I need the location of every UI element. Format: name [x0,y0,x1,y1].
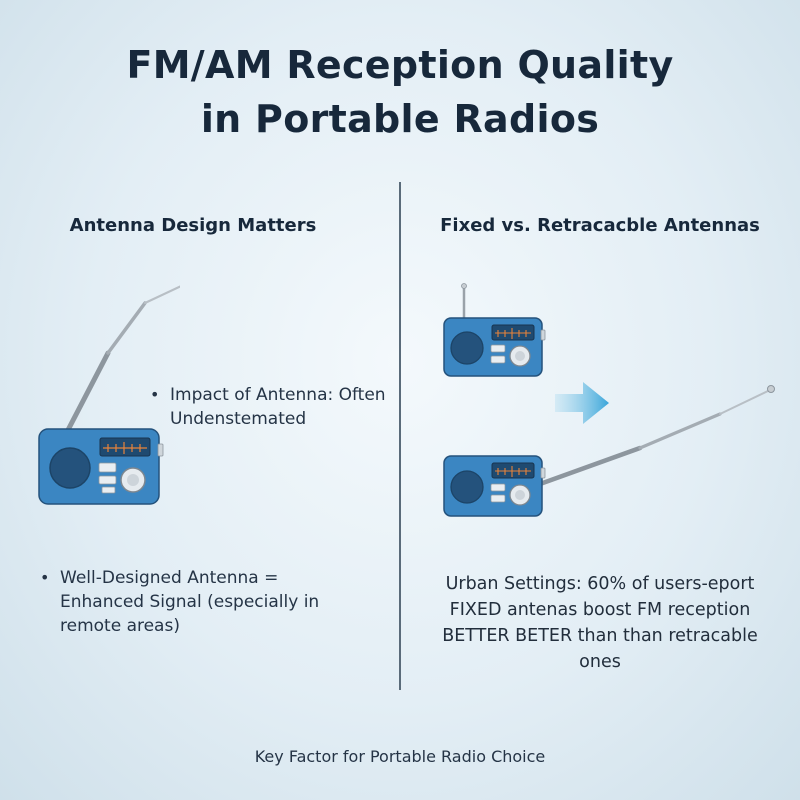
urban-settings-text: Urban Settings: 60% of users-eport FIXED… [442,574,758,672]
left-heading: Antenna Design Matters [69,215,317,236]
title-line-2: in Portable Radios [200,97,600,141]
telescopic-antenna-icon [65,285,180,433]
title-line-1: FM/AM Reception Quality [126,43,674,87]
radio-icon [38,285,180,505]
right-heading: Fixed vs. Retracacble Antennas [440,215,760,236]
telescopic-antenna-icon [537,385,775,487]
bullet-antenna-impact: Impact of Antenna: Often Undenstemated [150,383,390,431]
page-title: FM/AM Reception Quality in Portable Radi… [0,38,800,146]
column-divider [399,182,401,690]
bullet-well-designed-antenna: Well-Designed Antenna = Enhanced Signal … [40,566,360,638]
telescopic-antenna-icon [461,283,467,320]
arrow-right-icon [555,382,609,424]
footer-caption: Key Factor for Portable Radio Choice [254,747,546,766]
radio-icon [443,385,775,517]
radio-icon [443,283,546,377]
